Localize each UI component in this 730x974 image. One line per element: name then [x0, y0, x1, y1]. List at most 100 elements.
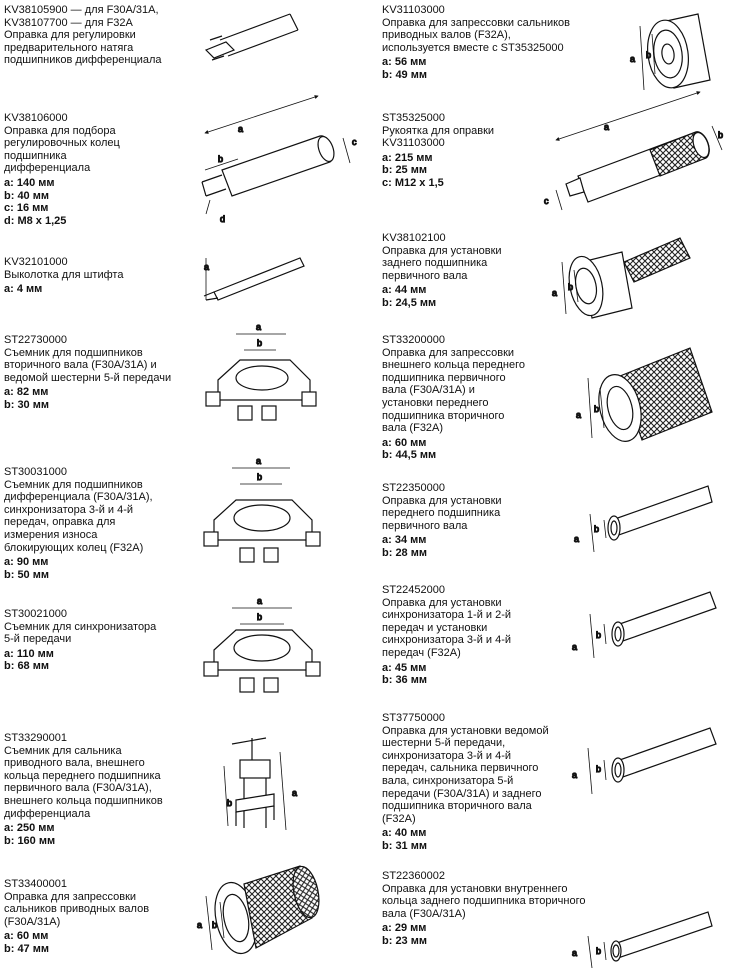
- tool-code: ST22452000: [382, 584, 445, 596]
- tool-code: ST33400001: [4, 878, 67, 890]
- tool-dimension: a: 60 мм: [382, 436, 427, 449]
- tool-dimension: a: 60 мм: [4, 930, 49, 943]
- dimension-label-b: b: [596, 764, 601, 774]
- tool-entry-right-6: ST37750000 Оправка для установки ведомой…: [382, 712, 549, 853]
- dimension-label-d: d: [220, 214, 225, 224]
- tool-dimension: a: 90 мм: [4, 556, 49, 569]
- tool-description: Оправка для установки внутреннего кольца…: [382, 882, 586, 920]
- tool-dimension: b: 49 мм: [382, 68, 428, 81]
- tool-dimension: a: 34 мм: [382, 534, 427, 547]
- tool-illustration-kv31103000: [639, 13, 711, 91]
- tool-illustration-st30021000: [203, 607, 321, 693]
- tool-code: ST33290001: [4, 732, 67, 744]
- tool-illustration-st33200000: [587, 347, 713, 442]
- dimension-label-a: a: [604, 122, 609, 132]
- tool-dimension: b: 30 мм: [4, 398, 50, 411]
- tool-code: ST22350000: [382, 482, 445, 494]
- dimension-label-a: a: [572, 770, 577, 780]
- tool-illustration-st33290001: [223, 737, 287, 831]
- tool-code: ST30031000: [4, 466, 67, 478]
- tool-entry-left-3: ST22730000 Съемник для подшипников втори…: [4, 334, 171, 412]
- tool-dimension: a: 45 мм: [382, 661, 427, 674]
- tool-description: Оправка для установки переднего подшипни…: [382, 494, 502, 532]
- dimension-label-a: a: [204, 262, 209, 272]
- tool-illustration-st33400001: [205, 865, 320, 955]
- tool-code: ST35325000: [382, 112, 445, 124]
- tool-code: ST33200000: [382, 334, 445, 346]
- tool-code: ST22730000: [4, 334, 67, 346]
- tool-code: ST30021000: [4, 608, 67, 620]
- dimension-label-a: a: [197, 920, 202, 930]
- dimension-label-b: b: [596, 946, 601, 956]
- tool-dimension: a: 40 мм: [382, 827, 427, 840]
- dimension-label-a: a: [572, 642, 577, 652]
- tool-dimension: b: 47 мм: [4, 942, 50, 955]
- tool-entry-right-0: KV31103000 Оправка для запрессовки сальн…: [382, 4, 570, 82]
- tool-dimension: a: 215 мм: [382, 151, 433, 164]
- tool-illustration-kv38102100: [561, 237, 691, 319]
- dimension-label-a: a: [552, 288, 557, 298]
- dimension-label-b: b: [718, 130, 723, 140]
- tool-dimension: a: 56 мм: [382, 56, 427, 69]
- tool-illustration-st22350000: [589, 485, 713, 553]
- tool-illustration-kv32101000: [203, 257, 305, 301]
- tool-illustration-kv38105900: [204, 13, 299, 61]
- tool-description: Съемник для сальника приводного вала, вн…: [4, 744, 163, 820]
- tool-dimension: b: 31 мм: [382, 839, 428, 852]
- dimension-label-b: b: [646, 50, 651, 60]
- dimension-label-a: a: [292, 788, 297, 798]
- tool-entry-right-4: ST22350000 Оправка для установки передне…: [382, 482, 502, 560]
- tool-dimension: a: 44 мм: [382, 284, 427, 297]
- tool-description: Оправка для запрессовки сальников привод…: [4, 890, 150, 928]
- tool-dimension: a: 29 мм: [382, 922, 427, 935]
- tool-code: ST22360002: [382, 870, 445, 882]
- tool-entry-left-6: ST33290001 Съемник для сальника приводно…: [4, 732, 163, 847]
- dimension-label-b: b: [218, 154, 223, 164]
- tool-entry-right-5: ST22452000 Оправка для установки синхрон…: [382, 584, 511, 687]
- tool-dimension: a: 82 мм: [4, 386, 49, 399]
- tool-illustration-st22360002: [587, 911, 713, 969]
- tool-entry-right-7: ST22360002 Оправка для установки внутрен…: [382, 870, 585, 948]
- dimension-label-a: a: [257, 596, 262, 606]
- tool-dimension: a: 140 мм: [4, 176, 55, 189]
- dimension-label-b: b: [257, 612, 262, 622]
- dimension-label-b: b: [594, 404, 599, 414]
- dimension-label-a: a: [630, 54, 635, 64]
- tool-code: ST37750000: [382, 712, 445, 724]
- tool-code: KV38105900 — для F30A/31A, KV38107700 — …: [4, 4, 159, 29]
- dimension-label-c: c: [544, 196, 549, 206]
- tool-description: Оправка для регулировки предварительного…: [4, 29, 162, 67]
- tool-entry-right-1: ST35325000 Рукоятка для оправки KV311030…: [382, 112, 494, 190]
- tool-description: Съемник для синхронизатора 5-й передачи: [4, 620, 157, 646]
- tool-dimension: b: 160 мм: [4, 834, 56, 847]
- tool-entry-left-5: ST30021000 Съемник для синхронизатора 5-…: [4, 608, 156, 673]
- dimension-label-b: b: [257, 338, 262, 348]
- dimension-label-b: b: [257, 472, 262, 482]
- tool-description: Оправка для подбора регулировочных колец…: [4, 124, 120, 175]
- tool-dimension: a: 110 мм: [4, 647, 54, 660]
- tool-dimension: c: M12 x 1,5: [382, 176, 444, 189]
- dimension-label-b: b: [568, 282, 573, 292]
- tool-code: KV31103000: [382, 4, 445, 16]
- tool-description: Оправка для установки ведомой шестерни 5…: [382, 724, 549, 825]
- tool-description: Оправка для запрессовки сальников привод…: [382, 16, 571, 54]
- tool-entry-left-0: KV38105900 — для F30A/31A, KV38107700 — …: [4, 4, 162, 67]
- tool-dimension: b: 44,5 мм: [382, 449, 437, 462]
- tool-dimension: b: 40 мм: [4, 189, 50, 202]
- tool-entry-right-3: ST33200000 Оправка для запрессовки внешн…: [382, 334, 525, 462]
- tool-description: Оправка для установки заднего подшипника…: [382, 244, 502, 282]
- tool-entry-left-2: KV32101000 Выколотка для штифта a: 4 мм: [4, 256, 123, 296]
- tool-description: Оправка для запрессовки внешнего кольца …: [382, 346, 525, 435]
- dimension-label-c: c: [352, 137, 357, 147]
- tool-description: Съемник для подшипников дифференциала (F…: [4, 478, 153, 554]
- tool-dimension: b: 25 мм: [382, 164, 428, 177]
- tool-illustration-st22452000: [589, 591, 717, 659]
- dimension-label-b: b: [596, 630, 601, 640]
- dimension-label-a: a: [572, 948, 577, 958]
- tool-illustration-st35325000: [555, 91, 723, 211]
- tool-description: Выколотка для штифта: [4, 268, 124, 281]
- tool-dimension: b: 24,5 мм: [382, 296, 437, 309]
- tool-dimension: c: 16 мм: [4, 202, 49, 215]
- tool-dimension: b: 28 мм: [382, 546, 428, 559]
- tool-dimension: b: 36 мм: [382, 674, 428, 687]
